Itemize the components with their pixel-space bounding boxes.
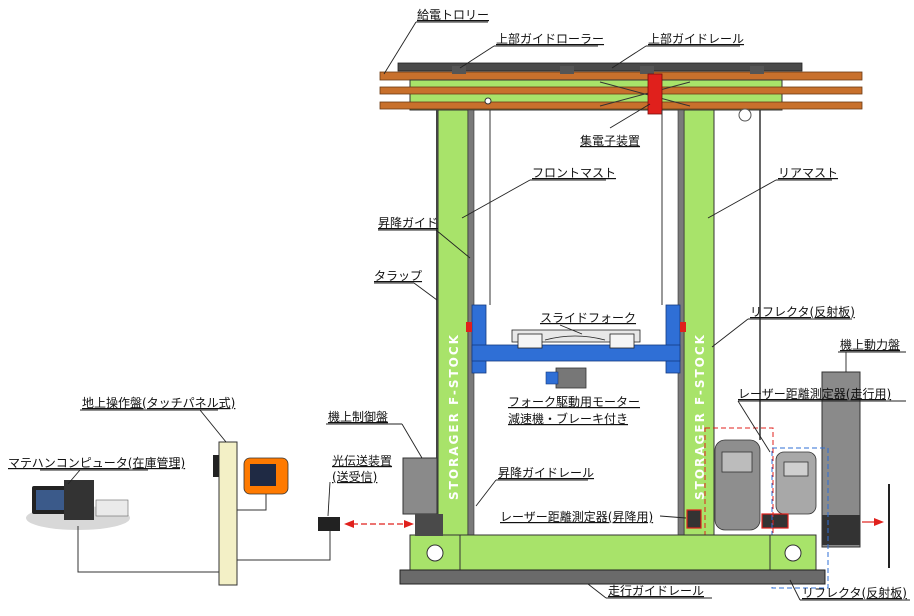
fork-motor [545, 367, 587, 389]
laser-arrow [874, 518, 884, 526]
laser-travel-dash-blue [771, 447, 829, 589]
upper-truss [484, 81, 752, 122]
travel-motor-right [775, 451, 817, 515]
base-beam [409, 534, 817, 574]
wheel-left [426, 544, 444, 562]
front-mast [437, 109, 469, 541]
leader-lines [40, 21, 910, 601]
label-ground-panel: 地上操作盤(タッチパネル式) [82, 395, 235, 410]
carriage-right-post [665, 304, 681, 374]
optical-device [318, 517, 340, 531]
upper-structure [379, 62, 863, 122]
travel-guide-rail [399, 569, 826, 585]
label-onboard-power-panel: 機上動力盤 [840, 337, 900, 352]
slide-fork [511, 329, 641, 349]
label-laser-travel: レーザー距離測定器(走行用) [738, 386, 891, 401]
optical-arrow-right [404, 520, 414, 528]
label-collector: 集電子装置 [580, 133, 640, 148]
base-frame [399, 514, 826, 585]
computer-icon [26, 480, 130, 530]
label-lift-guide: 昇降ガイド [378, 216, 438, 230]
optical-arrow-left [344, 520, 354, 528]
label-trolley: 給電トロリー [417, 8, 489, 22]
laser-lift-device [686, 509, 702, 529]
label-reflector-upper: リフレクタ(反射板) [750, 304, 855, 319]
label-fork-motor-1: フォーク駆動用モーター [508, 395, 640, 409]
upper-guide-rollers [452, 66, 764, 74]
optical-links [318, 484, 890, 568]
optical-cable [237, 531, 331, 561]
label-fork-motor-2: 減速機・ブレーキ付き [508, 411, 628, 426]
label-lift-guide-rail: 昇降ガイドレール [498, 466, 594, 480]
touch-panel-icon [243, 457, 289, 495]
trolley-bar-3 [379, 101, 863, 110]
upper-guide-rail [397, 62, 803, 72]
wheel-right [784, 544, 802, 562]
label-optical-2: (送受信) [332, 469, 377, 484]
label-onboard-control-panel: 機上制御盤 [328, 409, 388, 424]
front-mast-text: STORAGER F-STOCK [447, 333, 461, 500]
ground-panel-handle [213, 455, 219, 477]
trolley-bar-2 [379, 86, 863, 95]
label-optical-1: 光伝送装置 [332, 453, 392, 468]
label-upper-guide-roller: 上部ガイドローラー [496, 31, 604, 46]
travel-motor-left [714, 439, 761, 531]
rear-mast-text: STORAGER F-STOCK [693, 333, 707, 500]
label-material-computer: マテハンコンピュータ(在庫管理) [8, 455, 185, 470]
carriage-red-left [466, 322, 472, 332]
label-upper-guide-rail: 上部ガイドレール [648, 31, 744, 46]
label-slide-fork: スライドフォーク [540, 311, 636, 325]
carriage-red-right [680, 322, 686, 332]
onboard-control-panel [402, 457, 438, 515]
base-guide-left [415, 514, 443, 536]
label-reflector-lower: リフレクタ(反射板) [802, 585, 907, 600]
label-travel-guide-rail: 走行ガイドレール [608, 584, 704, 598]
ground-panel [218, 441, 238, 586]
front-mast-group: STORAGER F-STOCK [437, 109, 475, 541]
network-cable [77, 526, 219, 573]
laser-travel-device [761, 513, 789, 529]
panel-cable [237, 494, 267, 511]
label-ladder: タラップ [374, 269, 422, 283]
lift-carriage [466, 304, 686, 389]
rear-mast [683, 109, 715, 541]
labels: 給電トロリー 上部ガイドローラー 上部ガイドレール 集電子装置 フロントマスト … [8, 8, 907, 600]
label-front-mast: フロントマスト [532, 166, 616, 180]
label-rear-mast: リアマスト [778, 166, 838, 180]
collector-device [647, 73, 663, 115]
carriage-left-post [471, 304, 487, 374]
ground-equipment [26, 441, 331, 586]
label-laser-lift: レーザー距離測定器(昇降用) [500, 509, 653, 524]
carriage-beam [471, 344, 681, 362]
